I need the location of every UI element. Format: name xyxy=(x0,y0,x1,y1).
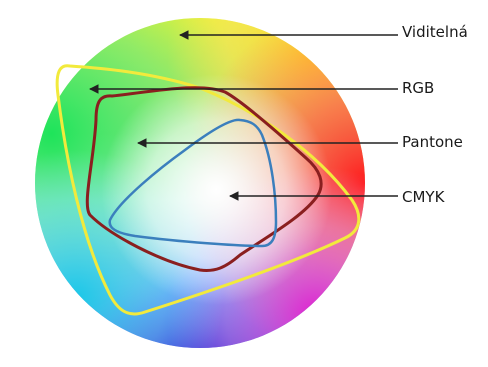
label-pantone: Pantone xyxy=(402,133,463,151)
label-rgb: RGB xyxy=(402,79,434,97)
label-cmyk: CMYK xyxy=(402,188,444,206)
label-visible: Viditelná xyxy=(402,23,468,41)
